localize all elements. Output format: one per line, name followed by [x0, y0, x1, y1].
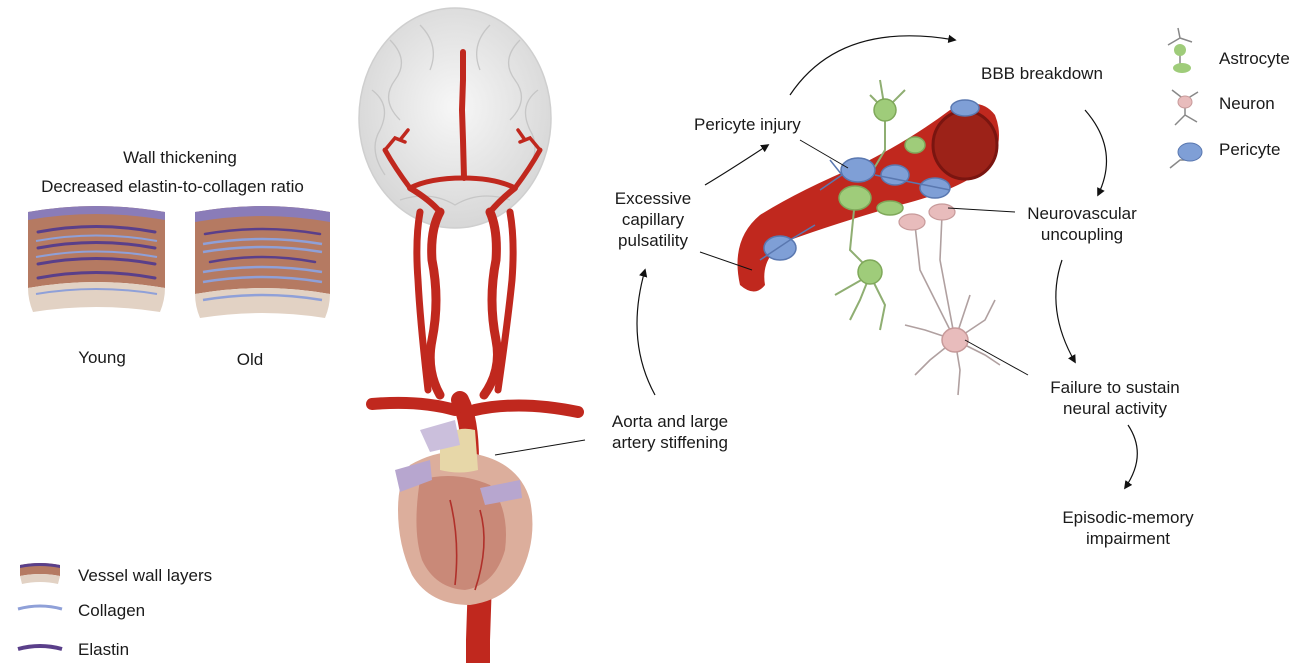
heart: [395, 420, 532, 605]
failure-label-line2: neural activity: [1030, 398, 1200, 419]
brain: [359, 8, 551, 228]
legend-icon-neuron: [1172, 90, 1198, 125]
aorta-label-line2: artery stiffening: [590, 432, 750, 453]
nvu-label-line1: Neurovascular: [1017, 203, 1147, 224]
aorta-label: Aorta and large artery stiffening: [590, 411, 750, 453]
aorta-label-line1: Aorta and large: [590, 411, 750, 432]
wall-heading-line1: Wall thickening: [70, 147, 290, 168]
legend-label-vessel-wall-layers: Vessel wall layers: [78, 565, 212, 586]
nvu-label: Neurovascular uncoupling: [1017, 203, 1147, 245]
legend-label-elastin: Elastin: [78, 639, 129, 660]
bbb-label: BBB breakdown: [981, 63, 1103, 84]
young-label: Young: [62, 347, 142, 368]
old-vessel-wall: [195, 206, 330, 318]
nvu-label-line2: uncoupling: [1017, 224, 1147, 245]
failure-label-line1: Failure to sustain: [1030, 377, 1200, 398]
pulsatility-label-line3: pulsatility: [598, 230, 708, 251]
legend-swatch-elastin: [18, 646, 62, 649]
legend-label-pericyte: Pericyte: [1219, 139, 1280, 160]
pericyte-injury-label: Pericyte injury: [694, 114, 801, 135]
neuron: [899, 204, 1000, 395]
memory-label-line1: Episodic-memory: [1053, 507, 1203, 528]
legend-label-astrocyte: Astrocyte: [1219, 48, 1290, 69]
legend-label-neuron: Neuron: [1219, 93, 1275, 114]
old-label: Old: [220, 349, 280, 370]
legend-icon-pericyte: [1170, 143, 1202, 168]
legend-swatch-collagen: [18, 606, 62, 609]
failure-label: Failure to sustain neural activity: [1030, 377, 1200, 419]
memory-label: Episodic-memory impairment: [1053, 507, 1203, 549]
young-vessel-wall: [28, 206, 165, 312]
pulsatility-label-line1: Excessive: [598, 188, 708, 209]
legend-swatch-vessel-wall: [20, 563, 60, 584]
pulsatility-label: Excessive capillary pulsatility: [598, 188, 708, 251]
wall-heading-line2: Decreased elastin-to-collagen ratio: [0, 176, 345, 197]
pulsatility-label-line2: capillary: [598, 209, 708, 230]
legend-label-collagen: Collagen: [78, 600, 145, 621]
legend-icon-astrocyte: [1168, 28, 1192, 73]
memory-label-line2: impairment: [1053, 528, 1203, 549]
